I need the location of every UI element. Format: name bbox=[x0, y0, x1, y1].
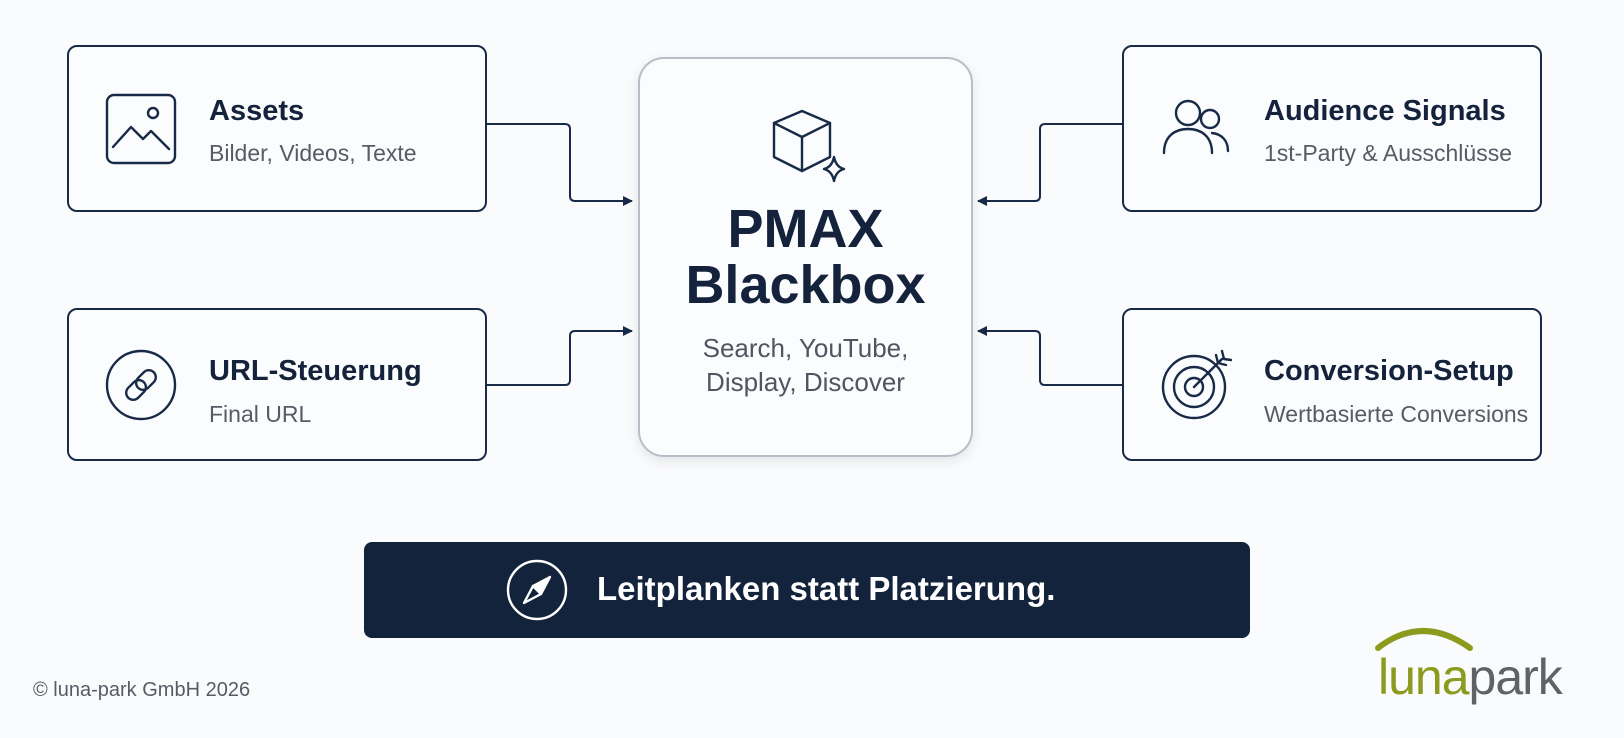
box-subtitle: Wertbasierte Conversions bbox=[1264, 401, 1529, 427]
blackbox-subtitle-line-1: Search, YouTube, bbox=[702, 333, 909, 363]
compass-icon bbox=[506, 559, 568, 621]
blackbox-title: PMAX Blackbox bbox=[640, 201, 971, 313]
connector-assets bbox=[487, 123, 633, 206]
input-box-assets: Assets Bilder, Videos, Texte bbox=[67, 45, 487, 212]
connector-conversion bbox=[977, 326, 1122, 386]
input-box-audience: Audience Signals 1st-Party & Ausschlüsse bbox=[1122, 45, 1542, 212]
box-subtitle: Final URL bbox=[209, 401, 312, 427]
box-title: Audience Signals bbox=[1264, 95, 1506, 127]
logo-text-park: park bbox=[1469, 649, 1564, 705]
box-title: Conversion-Setup bbox=[1264, 355, 1514, 387]
blackbox-subtitle: Search, YouTube, Display, Discover bbox=[640, 331, 971, 399]
input-box-conversion: Conversion-Setup Wertbasierte Conversion… bbox=[1122, 308, 1542, 461]
banner-text: Leitplanken statt Platzierung. bbox=[597, 570, 1056, 607]
image-icon bbox=[105, 93, 177, 165]
input-box-url: URL-Steuerung Final URL bbox=[67, 308, 487, 461]
blackbox-title-line-1: PMAX bbox=[727, 199, 884, 259]
box-subtitle: Bilder, Videos, Texte bbox=[209, 140, 417, 166]
pmax-blackbox: PMAX Blackbox Search, YouTube, Display, … bbox=[638, 57, 973, 457]
box-title: Assets bbox=[209, 95, 305, 127]
blackbox-subtitle-line-2: Display, Discover bbox=[706, 367, 905, 397]
connector-url bbox=[487, 326, 633, 386]
users-icon bbox=[1160, 93, 1232, 165]
logo-text-luna: luna bbox=[1378, 649, 1470, 705]
svg-text:lunapark: lunapark bbox=[1378, 649, 1564, 705]
box-subtitle: 1st-Party & Ausschlüsse bbox=[1264, 140, 1512, 166]
blackbox-title-line-2: Blackbox bbox=[685, 255, 926, 315]
guardrails-banner: Leitplanken statt Platzierung. bbox=[364, 542, 1250, 638]
lunapark-logo: lunapark bbox=[1375, 628, 1565, 705]
copyright-text: © luna-park GmbH 2026 bbox=[33, 679, 251, 701]
box-title: URL-Steuerung bbox=[209, 355, 422, 387]
cube-sparkle-icon bbox=[772, 107, 852, 187]
link-icon bbox=[105, 349, 177, 421]
target-icon bbox=[1160, 349, 1233, 421]
connector-audience bbox=[977, 123, 1122, 206]
